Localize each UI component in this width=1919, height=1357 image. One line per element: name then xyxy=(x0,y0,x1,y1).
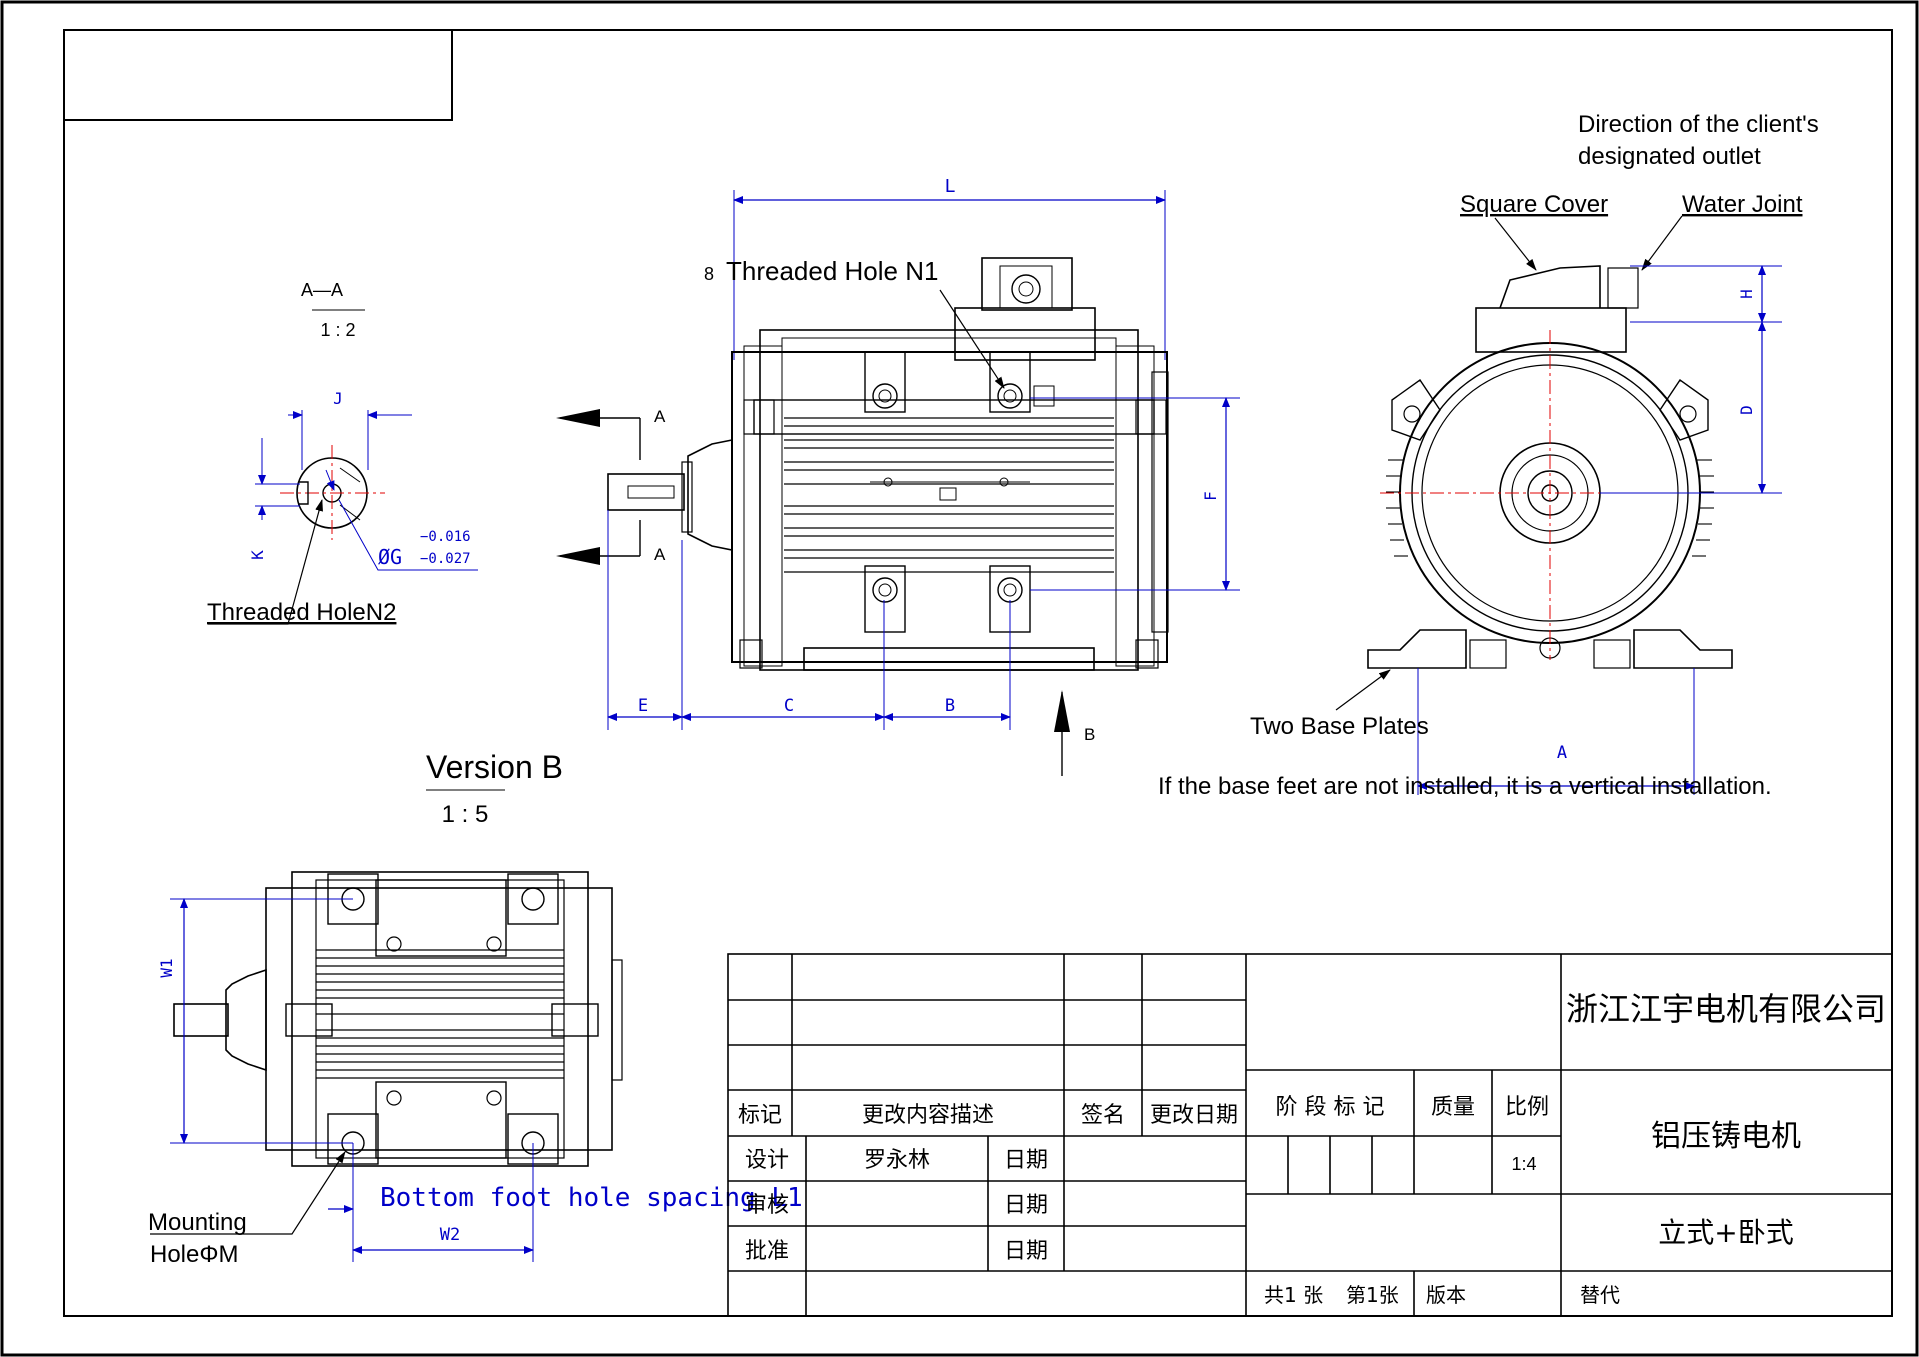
version-b-header: Version B 1 : 5 xyxy=(426,749,563,828)
mass-header: 质量 xyxy=(1431,1095,1475,1120)
section-mark-a-top: A xyxy=(654,407,666,426)
dim-b: B xyxy=(945,696,955,716)
product-name: 铝压铸电机 xyxy=(1651,1119,1801,1154)
dim-k: K xyxy=(248,550,267,560)
review-label: 审核 xyxy=(745,1193,789,1218)
total-sheets: 共1 张 xyxy=(1264,1283,1323,1307)
design-date-label: 日期 xyxy=(1004,1148,1048,1173)
label-threaded-hole-n2: Threaded HoleN2 xyxy=(207,599,396,626)
rev-desc-header: 更改内容描述 xyxy=(862,1103,994,1128)
front-view: L xyxy=(556,176,1240,776)
ratio-value: 1:4 xyxy=(1511,1154,1536,1174)
version-scale: 1 : 5 xyxy=(442,801,489,828)
outlet-note-line2: designated outlet xyxy=(1578,143,1761,170)
sheet-number: 第1张 xyxy=(1346,1283,1399,1307)
label-mounting-line1: Mounting xyxy=(148,1209,247,1236)
vertical-installation-note: If the base feet are not installed, it i… xyxy=(1158,773,1772,800)
dim-c: C xyxy=(784,696,794,716)
label-threaded-hole-n1: Threaded Hole N1 xyxy=(726,256,938,286)
label-water-joint: Water Joint xyxy=(1682,191,1803,218)
rev-date-header: 更改日期 xyxy=(1150,1103,1238,1128)
version-title: Version B xyxy=(426,749,563,785)
title-block xyxy=(727,953,1893,1317)
label-square-cover: Square Cover xyxy=(1460,191,1608,218)
bottom-view: W1 W2 Bottom foot hole spacing L1 Mounti… xyxy=(148,871,803,1268)
dim-w2: W2 xyxy=(440,1225,460,1245)
company-name: 浙江江宇电机有限公司 xyxy=(1566,990,1886,1028)
design-label: 设计 xyxy=(745,1148,789,1173)
designer-name: 罗永林 xyxy=(864,1148,930,1173)
dim-f: F xyxy=(1201,491,1220,501)
section-view-a-a: A—A 1 : 2 J K ØG −0.016 −0.027 Threaded … xyxy=(207,280,478,626)
label-mounting-line2: HoleΦM xyxy=(150,1241,239,1268)
label-bottom-foot-spacing: Bottom foot hole spacing L1 xyxy=(380,1183,803,1213)
dim-h: H xyxy=(1737,289,1756,299)
review-date-label: 日期 xyxy=(1004,1193,1048,1218)
dim-a: A xyxy=(1557,743,1567,763)
dim-e: E xyxy=(638,696,648,716)
stage-mark-header: 阶 段 标 记 xyxy=(1276,1095,1385,1120)
dim-j: J xyxy=(333,389,343,408)
dim-g: ØG xyxy=(378,545,402,569)
view-arrow-b: B xyxy=(1084,725,1095,744)
dim-l: L xyxy=(945,176,956,197)
approve-label: 批准 xyxy=(745,1239,789,1264)
section-title: A—A xyxy=(301,280,343,300)
side-view: Direction of the client's designated out… xyxy=(1158,111,1819,800)
mounting-type: 立式+卧式 xyxy=(1658,1216,1793,1249)
threaded-hole-count: 8 xyxy=(704,264,714,284)
rev-mark-header: 标记 xyxy=(738,1103,782,1128)
version-label: 版本 xyxy=(1426,1283,1466,1307)
ratio-header: 比例 xyxy=(1505,1095,1549,1120)
label-two-base-plates: Two Base Plates xyxy=(1250,713,1429,740)
dim-g-tol-lower: −0.027 xyxy=(420,551,471,567)
rev-sign-header: 签名 xyxy=(1081,1103,1125,1128)
section-mark-a-bottom: A xyxy=(654,545,666,564)
title-block-text: 浙江江宇电机有限公司 铝压铸电机 立式+卧式 标记 更改内容描述 签名 更改日期… xyxy=(738,990,1886,1307)
replaces-label: 替代 xyxy=(1580,1283,1620,1307)
section-scale: 1 : 2 xyxy=(320,320,355,340)
dim-d: D xyxy=(1737,405,1756,415)
dim-w1: W1 xyxy=(157,958,176,977)
outlet-note-line1: Direction of the client's xyxy=(1578,111,1819,138)
approve-date-label: 日期 xyxy=(1004,1239,1048,1264)
top-left-box xyxy=(63,29,453,121)
dim-g-tol-upper: −0.016 xyxy=(420,529,471,545)
